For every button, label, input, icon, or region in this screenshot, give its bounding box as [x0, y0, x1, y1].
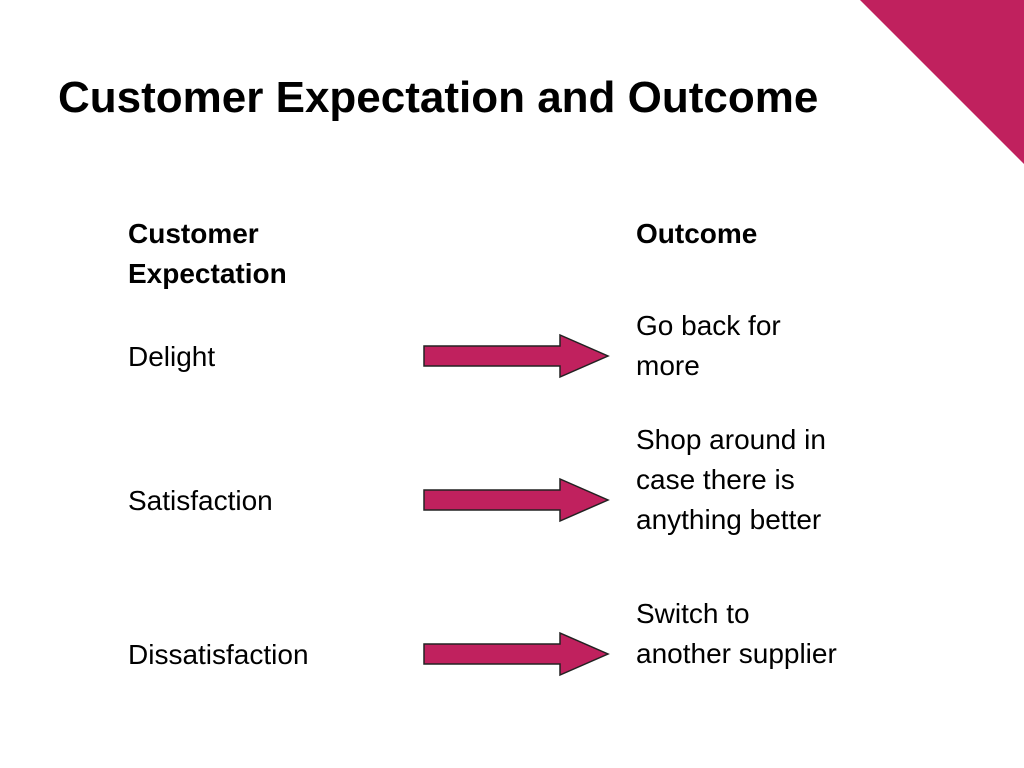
slide-title: Customer Expectation and Outcome [58, 73, 819, 122]
header-customer-expectation: Customer Expectation [128, 218, 287, 289]
outcome-delight: Go back for more [636, 310, 781, 381]
corner-accent-triangle [860, 0, 1024, 164]
arrow-right-icon [423, 477, 610, 523]
header-outcome: Outcome [636, 218, 758, 249]
outcome-satisfaction: Shop around in case there is anything be… [636, 424, 826, 535]
outcome-dissatisfaction: Switch to another supplier [636, 598, 837, 669]
expectation-delight: Delight [128, 341, 216, 372]
expectation-satisfaction: Satisfaction [128, 485, 273, 516]
expectation-dissatisfaction: Dissatisfaction [128, 639, 309, 670]
arrow-right-icon [423, 333, 610, 379]
arrow-right-icon [423, 631, 610, 677]
